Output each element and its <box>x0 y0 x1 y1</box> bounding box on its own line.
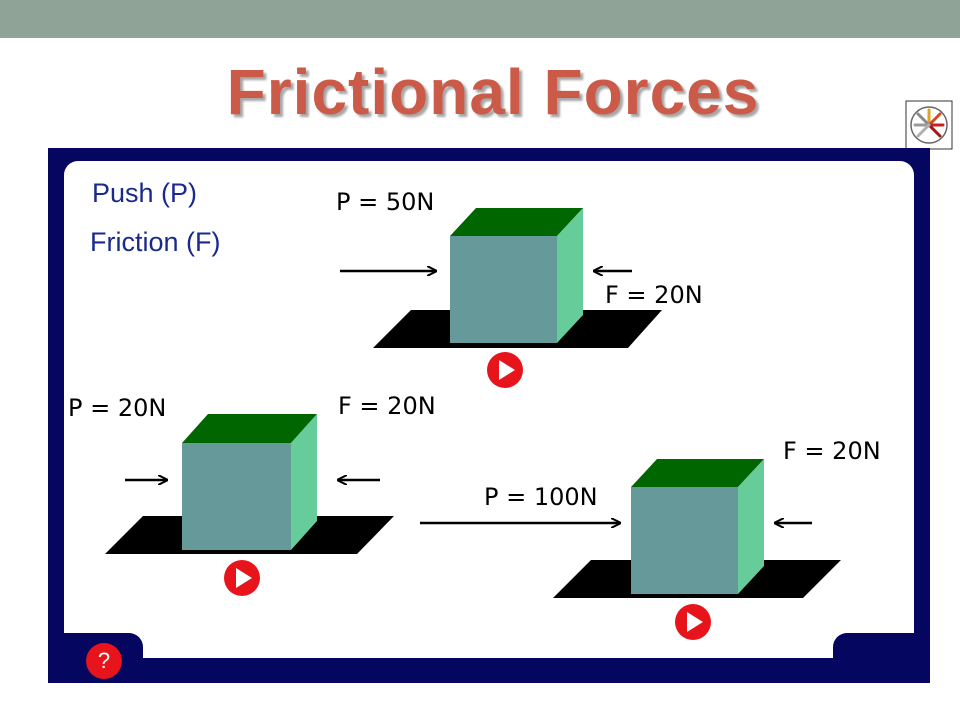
legend-friction: Friction (F) <box>90 227 221 257</box>
sunburst-logo-icon <box>905 100 953 150</box>
scenario-3-push-label: P = 100N <box>484 483 598 511</box>
cube-front-face <box>450 236 557 343</box>
cube-side-face <box>738 459 764 594</box>
scenario-2-push-label: P = 20N <box>68 394 167 422</box>
scenario-3 <box>420 459 841 598</box>
cube-top-face <box>450 208 583 236</box>
play-icon <box>687 612 703 632</box>
play-icon <box>236 568 252 588</box>
cube-front-face <box>631 487 738 594</box>
help-button[interactable]: ? <box>86 643 122 679</box>
play-icon <box>499 360 515 380</box>
scenario-2 <box>105 414 394 554</box>
scenario-1-friction-label: F = 20N <box>605 281 703 309</box>
top-bar <box>0 0 960 38</box>
play-button-3[interactable] <box>675 604 711 640</box>
scenario-1 <box>340 208 662 348</box>
slide-title: Frictional Forces <box>226 56 760 128</box>
play-button-2[interactable] <box>224 560 260 596</box>
scenario-3-friction-label: F = 20N <box>783 437 881 465</box>
play-button-1[interactable] <box>487 352 523 388</box>
cube-side-face <box>291 414 317 550</box>
cube-front-face <box>182 443 291 550</box>
legend-push: Push (P) <box>92 178 198 208</box>
scenario-1-push-label: P = 50N <box>336 188 435 216</box>
scenario-2-friction-label: F = 20N <box>338 392 436 420</box>
cube-top-face <box>182 414 317 443</box>
cube-side-face <box>557 208 583 343</box>
question-icon: ? <box>97 648 111 673</box>
cube-top-face <box>631 459 764 487</box>
stage-frame-tab-right <box>833 633 930 683</box>
